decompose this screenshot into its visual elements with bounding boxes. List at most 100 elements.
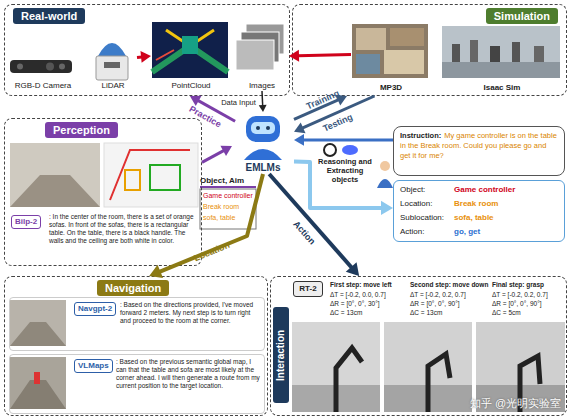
navigation-photos-part: [10, 380, 66, 409]
arrow-head: [381, 201, 393, 215]
perception-photos-part: [10, 175, 100, 207]
connector-line: [303, 138, 393, 141]
field-name: Action:: [400, 227, 424, 237]
perception-photos-part: [125, 170, 140, 190]
model-description: : Based on the previous semantic global …: [116, 358, 262, 390]
perception-photos: [10, 143, 198, 207]
model-tag: Navgpt-2: [74, 302, 116, 316]
connector-line: [159, 174, 263, 272]
lidar-sensor-part: [98, 43, 126, 56]
arrow-head: [294, 134, 304, 146]
region-panel: Real-worldRGB-D CameraLiDARPointCloudIma…: [4, 4, 290, 96]
robot-icon-part: [266, 126, 270, 130]
navigation-photos-part: [34, 372, 40, 384]
model-description: : Based on the directions provided, I've…: [120, 301, 262, 325]
simulator-item: MP3D: [351, 23, 431, 93]
rgbd-camera: [10, 60, 72, 73]
mp3d-scene: [352, 24, 428, 78]
rgbd-camera-part: [59, 64, 65, 70]
edge-label: Action: [291, 219, 318, 247]
arrow-head: [294, 122, 306, 133]
arrow-head: [259, 105, 267, 112]
person-icon-part: [380, 161, 390, 171]
connector-line: [294, 162, 382, 208]
model-tag: VLMaps: [74, 359, 113, 373]
perception-photos-part: [150, 165, 180, 190]
data-item: Images: [235, 21, 289, 91]
field-name: Sublocation:: [400, 213, 444, 223]
watermark: 知乎 @光明实验室: [470, 396, 561, 410]
isaac-sim-scene-part: [490, 46, 500, 62]
pointcloud-image: [152, 22, 228, 78]
edge-label: Training: [304, 88, 340, 112]
result-box: Object:Game controllerLocation:Break roo…: [393, 180, 565, 242]
object-aim-frame: [200, 187, 256, 229]
model-tag: RT-2: [294, 284, 322, 294]
field-value: go, get: [454, 227, 480, 237]
panel-tab: Simulation: [486, 8, 558, 24]
step-value: ΔC = 5cm: [492, 309, 521, 317]
field-value: Game controller: [454, 185, 515, 195]
instruction-label: Instruction:: [400, 131, 441, 140]
panel-tab: Perception: [45, 122, 118, 138]
arrow-head: [140, 51, 151, 63]
panel-tab: Real-world: [13, 8, 85, 24]
arrow-head: [346, 262, 359, 276]
robot-icon-part: [246, 116, 280, 142]
step-title: Second step: move down: [410, 281, 488, 289]
lidar-sensor: [96, 43, 128, 80]
image-stack-part: [236, 40, 274, 70]
step-title: First step: move left: [330, 281, 392, 289]
robot-arm-photos: [292, 322, 565, 412]
mp3d-scene-part: [390, 28, 424, 46]
model-tag: Bilp-2: [11, 215, 41, 229]
arrow-head: [220, 146, 232, 156]
lidar-sensor-part: [96, 56, 128, 80]
navigation-photos-part: [10, 357, 66, 409]
rgbd-camera-part: [10, 60, 72, 73]
mp3d-scene-part: [356, 54, 380, 74]
isaac-sim-scene-part: [442, 26, 560, 78]
location-name: Break room: [203, 202, 239, 211]
model-tag-box: RT-2: [293, 281, 323, 297]
object-aim-frame-part: [200, 189, 256, 229]
field-value: Break room: [454, 199, 498, 209]
field-value: sofa, table: [454, 213, 494, 223]
data-label: Images: [235, 81, 289, 91]
step-value: ΔC = 13cm: [410, 309, 442, 317]
connector-line: [202, 150, 224, 162]
connector: [289, 50, 351, 62]
robot-icon: [244, 116, 282, 160]
llm-icons: [324, 144, 358, 156]
model-description: : In the center of the room, there is a …: [49, 213, 197, 245]
object-aim-frame-part: [200, 186, 256, 188]
edge-label: Practice: [187, 103, 223, 130]
connector: [202, 146, 232, 163]
pointcloud-image-part: [156, 50, 174, 60]
pointcloud-image-part: [152, 22, 228, 78]
connector-line: [269, 174, 352, 268]
speech-bubble: Instruction:My game controller is on the…: [393, 126, 565, 176]
edge-label: Data Input: [221, 96, 256, 107]
mp3d-scene-part: [352, 24, 428, 78]
box-heading: Object, Aim: [200, 176, 256, 186]
person-icon-part: [377, 179, 393, 188]
step-value: ΔT = [-0.2, 0.2, 0.7]: [492, 291, 548, 299]
edge-label: Testing: [322, 111, 355, 134]
panel-tab: Navigation: [97, 280, 169, 296]
field-name: Location:: [400, 199, 432, 209]
connector-line: [298, 55, 351, 56]
robot-arm-photos-part: [384, 322, 472, 412]
simulator-label: Isaac Sim: [441, 83, 563, 93]
robot-icon-part: [251, 122, 275, 134]
step-value: ΔT = [-0.2, 0.2, 0.7]: [410, 291, 466, 299]
data-item: PointCloud: [151, 21, 231, 91]
navigation-photos-part: [10, 322, 66, 346]
mp3d-scene-part: [384, 50, 424, 74]
device-item: RGB-D Camera: [7, 51, 79, 91]
